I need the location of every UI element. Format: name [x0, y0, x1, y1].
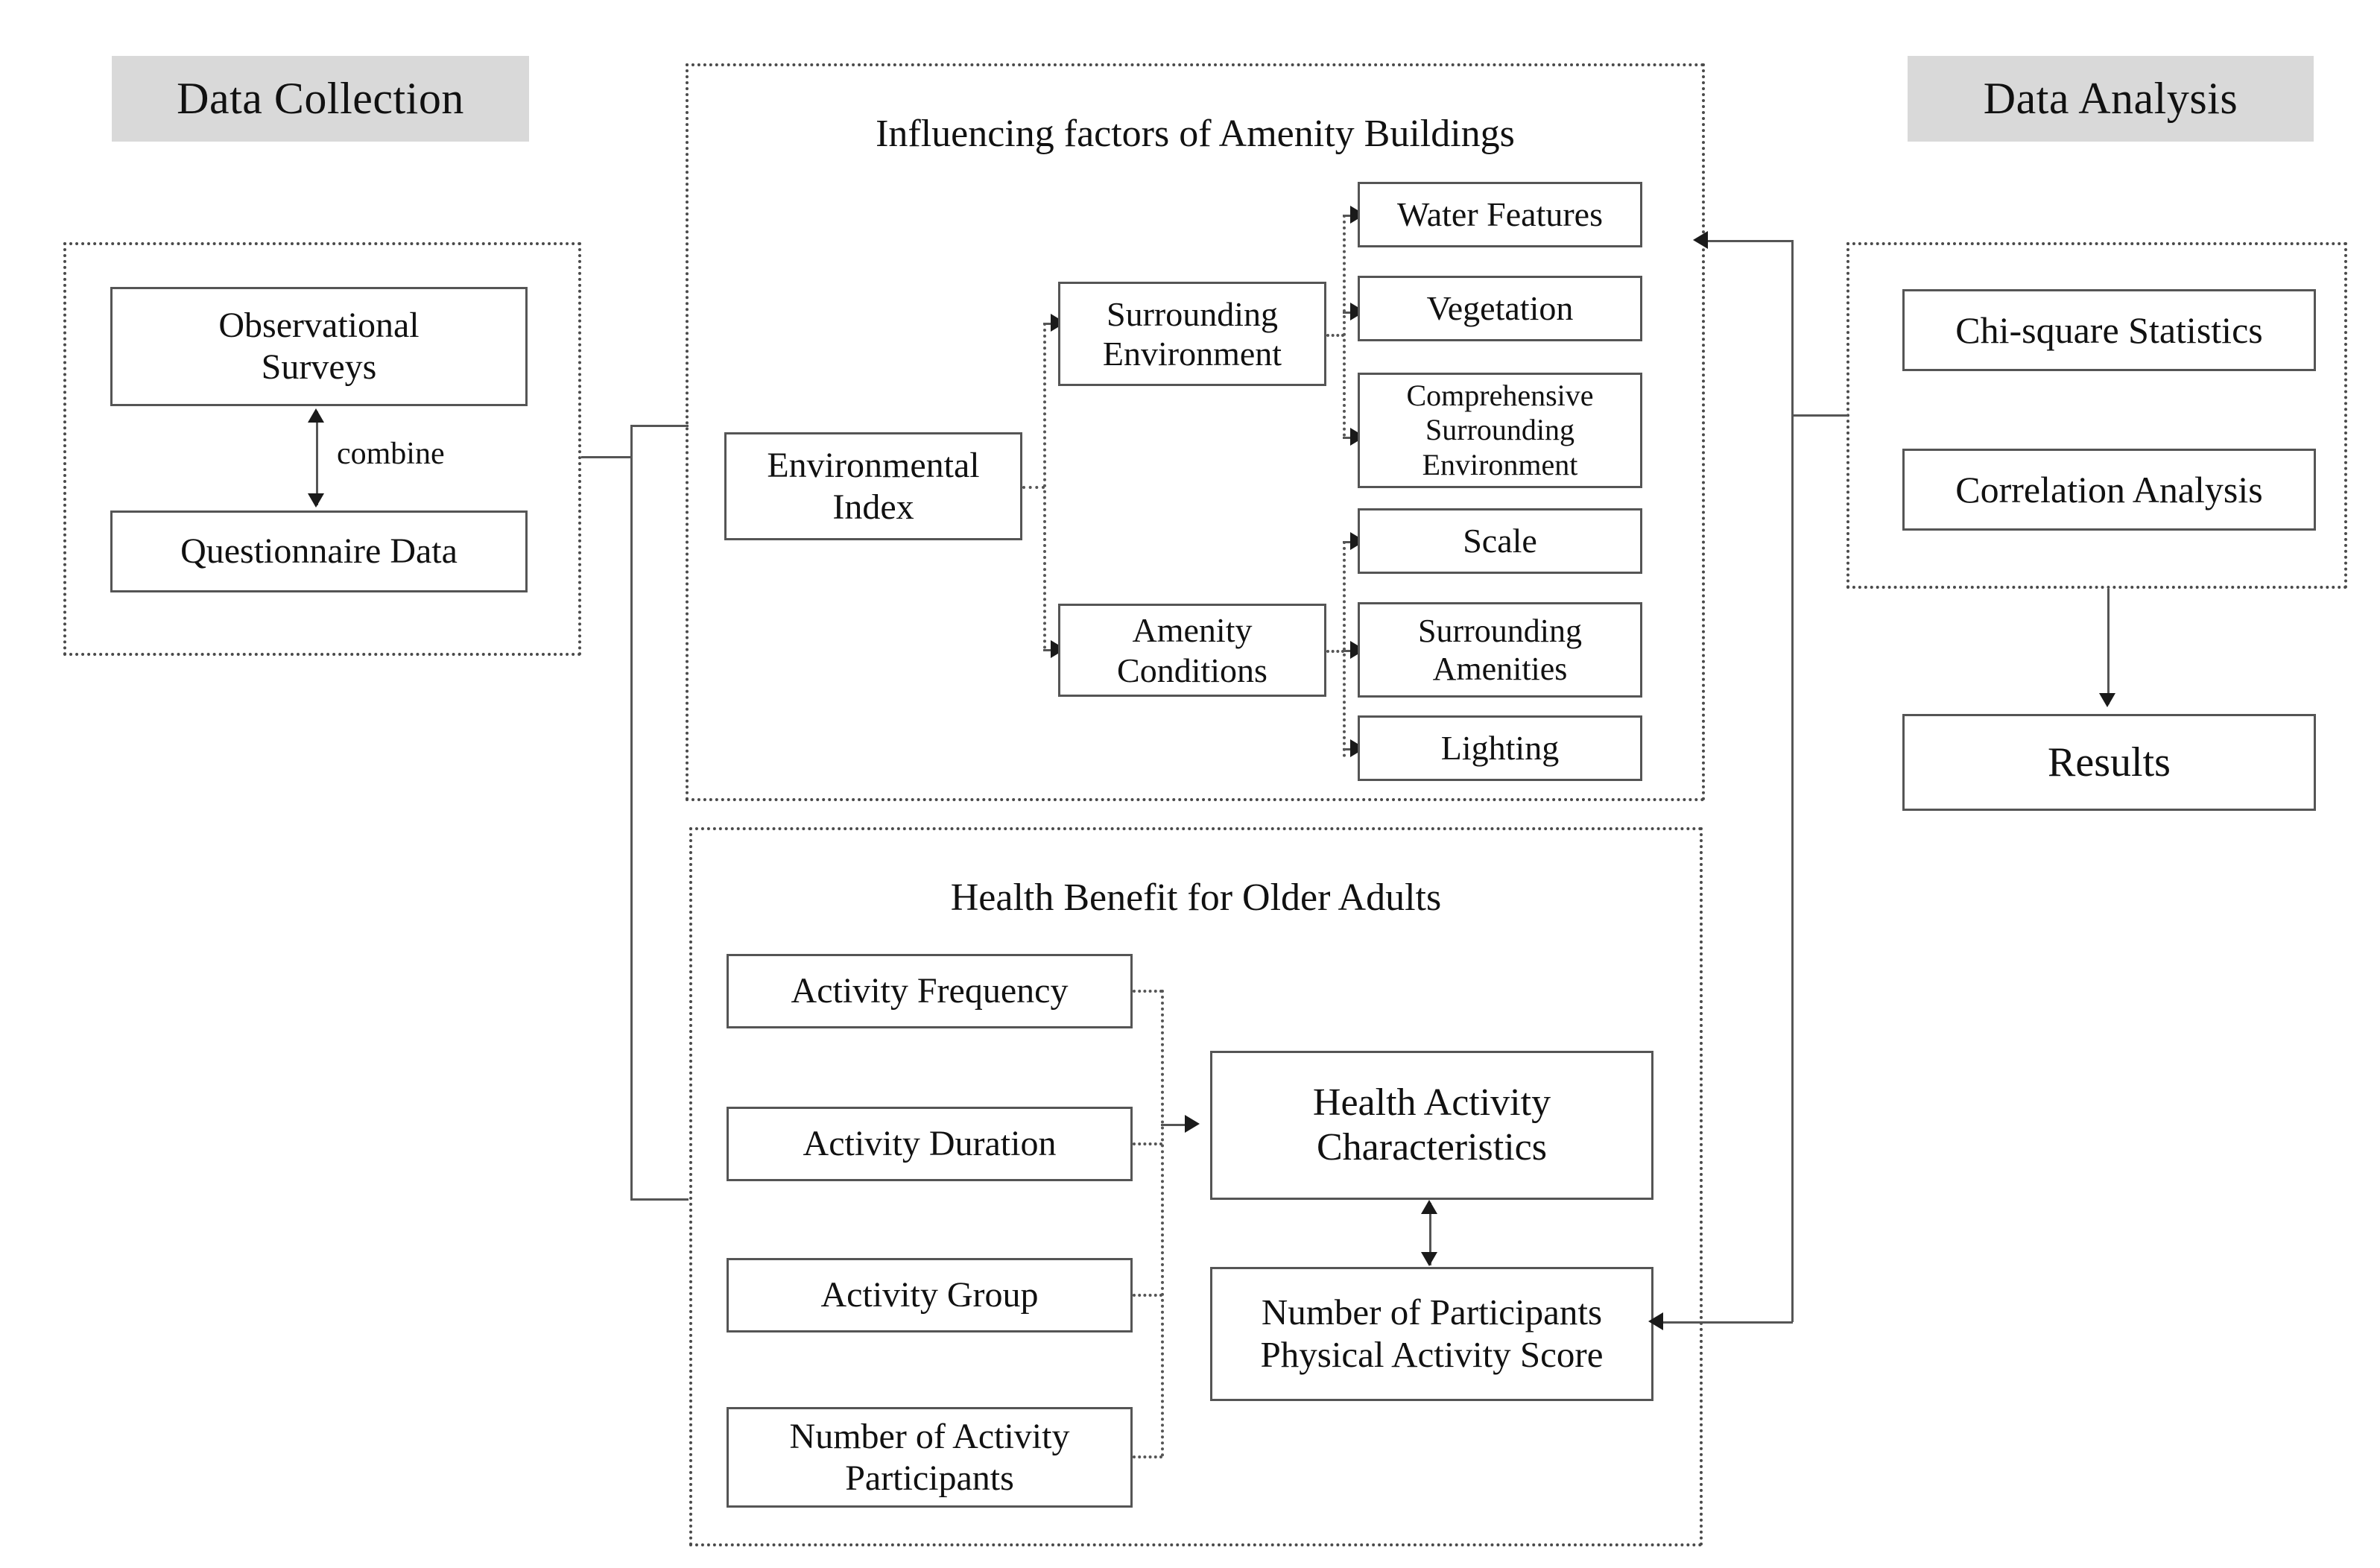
- combine-connector-line: [316, 411, 318, 505]
- combine-edge-label: combine: [337, 437, 445, 471]
- box-questionnaire-data[interactable]: Questionnaire Data: [110, 510, 528, 592]
- influencing-factors-panel: [686, 63, 1705, 801]
- data-collection-panel: [63, 242, 581, 656]
- analysis-to-health-arrow-icon: [1648, 1312, 1663, 1330]
- vegetation-arrow-stem: [1343, 312, 1355, 314]
- box-correlation-analysis[interactable]: Correlation Analysis: [1902, 449, 2316, 531]
- scale-arrow-stem: [1343, 541, 1355, 543]
- box-scale[interactable]: Scale: [1358, 508, 1642, 574]
- collection-bracket-top-arm: [630, 425, 689, 427]
- lighting-arrow-stem: [1343, 748, 1355, 750]
- box-comprehensive-surrounding-environment[interactable]: Comprehensive Surrounding Environment: [1358, 373, 1642, 488]
- outputs-arrow-down-icon: [1421, 1252, 1437, 1266]
- data-collection-header: Data Collection: [112, 56, 529, 142]
- collection-bracket-spine: [630, 425, 633, 1200]
- env-index-dotted-stub: [1022, 486, 1045, 489]
- env-index-dotted-spine: [1043, 323, 1046, 649]
- health-benefit-title: Health Benefit for Older Adults: [950, 876, 1442, 919]
- surrounding-env-dotted-stub: [1326, 334, 1344, 337]
- box-number-of-participants-score[interactable]: Number of Participants Physical Activity…: [1210, 1267, 1653, 1401]
- water-features-arrow-stem: [1343, 215, 1355, 217]
- comprehensive-env-arrow-stem: [1343, 437, 1355, 439]
- data-analysis-header: Data Analysis: [1908, 56, 2314, 142]
- activity-duration-dotted-stub: [1133, 1142, 1162, 1145]
- box-vegetation[interactable]: Vegetation: [1358, 276, 1642, 341]
- collection-bracket-stub: [581, 456, 632, 458]
- analysis-to-factors-arm: [1705, 240, 1793, 242]
- activity-participants-dotted-stub: [1133, 1455, 1162, 1458]
- box-number-of-activity-participants[interactable]: Number of Activity Participants: [727, 1407, 1133, 1508]
- collection-bracket-bottom-arm: [630, 1198, 689, 1201]
- data-analysis-panel: [1846, 242, 2347, 589]
- influencing-factors-title: Influencing factors of Amenity Buildings: [876, 113, 1515, 155]
- analysis-feedback-spine: [1791, 240, 1794, 1322]
- outputs-arrow-up-icon: [1421, 1200, 1437, 1214]
- amenity-conditions-dotted-spine: [1343, 541, 1346, 757]
- box-activity-frequency[interactable]: Activity Frequency: [727, 954, 1133, 1028]
- box-health-activity-characteristics[interactable]: Health Activity Characteristics: [1210, 1051, 1653, 1200]
- results-arrow-icon: [2099, 693, 2115, 707]
- box-results[interactable]: Results: [1902, 714, 2316, 811]
- box-surrounding-amenities[interactable]: Surrounding Amenities: [1358, 602, 1642, 698]
- health-activity-arrow-stem: [1161, 1124, 1192, 1126]
- health-activity-arrow-icon: [1185, 1115, 1200, 1133]
- analysis-to-factors-arrow-icon: [1693, 231, 1708, 249]
- analysis-to-health-arm: [1653, 1321, 1793, 1324]
- activity-inputs-dotted-spine: [1161, 990, 1164, 1457]
- amenity-conditions-arrow-stem: [1043, 649, 1055, 651]
- box-water-features[interactable]: Water Features: [1358, 182, 1642, 247]
- surrounding-amenities-arrow-stem: [1343, 650, 1355, 652]
- outputs-bidirectional-line: [1429, 1203, 1431, 1265]
- results-connector-line: [2107, 589, 2110, 704]
- box-activity-duration[interactable]: Activity Duration: [727, 1107, 1133, 1181]
- activity-frequency-dotted-stub: [1133, 990, 1162, 993]
- analysis-feedback-stub: [1793, 414, 1848, 417]
- box-environmental-index[interactable]: Environmental Index: [724, 432, 1022, 540]
- box-observational-surveys[interactable]: Observational Surveys: [110, 287, 528, 406]
- box-activity-group[interactable]: Activity Group: [727, 1258, 1133, 1333]
- box-lighting[interactable]: Lighting: [1358, 715, 1642, 781]
- combine-arrow-up-icon: [308, 408, 324, 423]
- activity-group-dotted-stub: [1133, 1294, 1162, 1297]
- box-chi-square-statistics[interactable]: Chi-square Statistics: [1902, 289, 2316, 371]
- health-benefit-panel: [689, 827, 1703, 1546]
- combine-arrow-down-icon: [308, 493, 324, 508]
- amenity-conditions-dotted-stub: [1326, 650, 1344, 653]
- box-amenity-conditions[interactable]: Amenity Conditions: [1058, 604, 1326, 697]
- surrounding-env-dotted-spine: [1343, 215, 1346, 437]
- box-surrounding-environment[interactable]: Surrounding Environment: [1058, 282, 1326, 386]
- surrounding-env-arrow-stem: [1043, 323, 1055, 325]
